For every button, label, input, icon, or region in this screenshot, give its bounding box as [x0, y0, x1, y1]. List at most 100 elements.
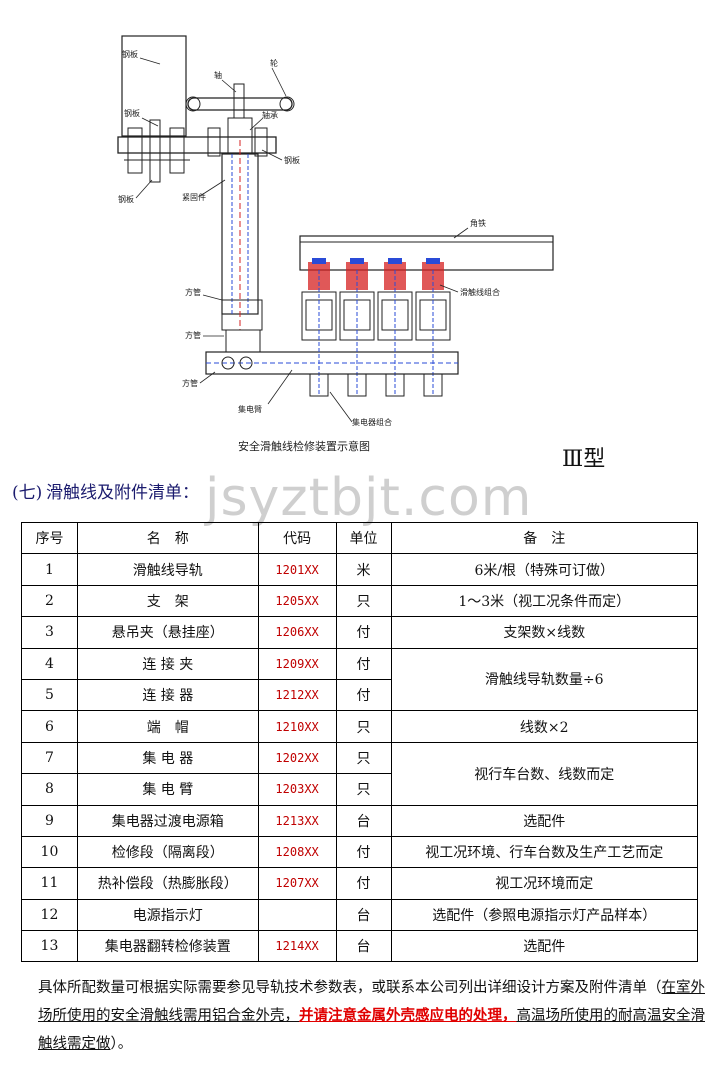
cell-code: 1207XX	[257, 867, 337, 900]
cell-unit: 只	[335, 741, 392, 775]
label-collector-arm: 集电臂	[238, 404, 262, 414]
axle	[233, 83, 245, 119]
cell-name: 连 接 器	[76, 678, 259, 712]
label-wheel: 轮	[270, 58, 278, 68]
cell-name: 支 架	[76, 584, 259, 618]
cell-code: 1212XX	[257, 678, 337, 712]
cell-unit: 付	[335, 616, 392, 649]
footer-warning-text: 并请注意金属外壳感应电的处理，	[299, 1007, 517, 1024]
label-steel-plate: 钢板	[122, 49, 138, 59]
parts-list-table: 序号 名 称 代码 单位 备 注 1 滑触线导轨 1201XX 米 6米/根（特…	[21, 521, 698, 963]
collector-unit	[377, 258, 413, 397]
cell-no: 4	[21, 647, 78, 680]
label-collector-assembly: 集电器组合	[352, 417, 392, 427]
watermark: jsyztbjt.com	[205, 468, 533, 528]
cell-no: 10	[21, 835, 78, 869]
table-row: 3 悬吊夹（悬挂座） 1206XX 付 支架数×线数	[21, 616, 698, 649]
cell-unit: 付	[335, 835, 392, 869]
header-unit: 单位	[335, 521, 392, 555]
cell-unit: 台	[335, 898, 392, 932]
cell-code: 1213XX	[257, 804, 337, 837]
cell-unit: 付	[335, 647, 392, 680]
cell-name: 集电器翻转检修装置	[76, 930, 259, 963]
section-number: (七)	[12, 483, 43, 503]
cell-code: 1205XX	[257, 584, 337, 618]
table-header-row: 序号 名 称 代码 单位 备 注	[21, 521, 698, 555]
collector-group	[301, 258, 451, 397]
cell-no: 8	[21, 773, 78, 806]
cell-no: 6	[21, 710, 78, 743]
cell-unit: 付	[335, 867, 392, 900]
cell-name: 集电器过渡电源箱	[76, 804, 259, 837]
label-steel-plate: 钢板	[118, 194, 134, 204]
cell-code: 1201XX	[257, 553, 337, 586]
table-row: 2 支 架 1205XX 只 1～3米（视工况条件而定）	[21, 584, 698, 618]
cell-unit: 米	[335, 553, 392, 586]
section-title-text: 滑触线及附件清单：	[46, 483, 199, 503]
label-square-tube: 方管	[182, 378, 198, 388]
label-square-tube: 方管	[185, 287, 201, 297]
cell-note: 视工况环境而定	[390, 867, 698, 900]
cell-note: 1～3米（视工况条件而定）	[390, 584, 698, 618]
maintenance-device-diagram: 钢板 钢板 钢板 钢板 轴 轮 轴承 紧固件 角铁 滑触线组合 方管 方管 方管…	[117, 35, 554, 453]
cell-code	[257, 898, 337, 932]
table-row: 7 集 电 器 1202XX 只 视行车台数、线数而定	[21, 741, 698, 806]
cell-no: 7	[21, 741, 78, 775]
cell-note: 选配件	[390, 930, 698, 963]
label-square-tube: 方管	[185, 330, 201, 340]
header-name: 名 称	[76, 521, 259, 555]
cell-note: 视工况环境、行车台数及生产工艺而定	[390, 835, 698, 869]
cell-no: 5	[21, 678, 78, 712]
cell-name: 检修段（隔离段）	[76, 835, 259, 869]
horizontal-square-tube	[205, 351, 459, 375]
cell-unit: 台	[335, 930, 392, 963]
wheel-bar	[187, 97, 293, 111]
footer-underlined-text: 高温场所使用的耐高温安全滑触线需定做	[38, 1008, 705, 1052]
collector-unit	[301, 258, 337, 397]
label-rail-assembly: 滑触线组合	[460, 287, 500, 297]
cell-no: 1	[21, 553, 78, 586]
footer-text-end: ）。	[110, 1036, 133, 1052]
cell-unit: 付	[335, 678, 392, 712]
bolt-group-left	[124, 119, 190, 183]
cell-name: 集 电 臂	[76, 773, 259, 806]
table-row: 10 检修段（隔离段） 1208XX 付 视工况环境、行车台数及生产工艺而定	[21, 835, 698, 869]
cell-unit: 只	[335, 773, 392, 806]
label-steel-plate: 钢板	[124, 108, 140, 118]
cell-no: 2	[21, 584, 78, 618]
cell-code: 1208XX	[257, 835, 337, 869]
header-code: 代码	[257, 521, 337, 555]
cell-unit: 台	[335, 804, 392, 837]
footer-note: 具体所配数量可根据实际需要参见导轨技术参数表，或联系本公司列出详细设计方案及附件…	[10, 974, 710, 1058]
cell-code: 1214XX	[257, 930, 337, 963]
cell-name: 热补偿段（热膨胀段）	[76, 867, 259, 900]
mounting-plate	[117, 136, 277, 154]
steel-plate-vertical	[121, 35, 187, 137]
header-note: 备 注	[390, 521, 698, 555]
cell-name: 端 帽	[76, 710, 259, 743]
table-row: 13 集电器翻转检修装置 1214XX 台 选配件	[21, 930, 698, 963]
cell-code: 1203XX	[257, 773, 337, 806]
cell-no: 11	[21, 867, 78, 900]
cell-name: 连 接 夹	[76, 647, 259, 680]
diagram-caption: 安全滑触线检修装置示意图	[238, 439, 370, 453]
cell-name: 集 电 器	[76, 741, 259, 775]
cell-no: 9	[21, 804, 78, 837]
label-bearing: 轴承	[262, 110, 278, 120]
cell-note: 视行车台数、线数而定	[390, 741, 698, 806]
header-no: 序号	[21, 521, 78, 555]
cell-no: 3	[21, 616, 78, 649]
collector-unit	[339, 258, 375, 397]
cell-code: 1210XX	[257, 710, 337, 743]
cell-note: 选配件	[390, 804, 698, 837]
cell-unit: 只	[335, 584, 392, 618]
cell-note: 选配件（参照电源指示灯产品样本）	[390, 898, 698, 932]
collector-unit	[415, 258, 451, 397]
cell-code: 1209XX	[257, 647, 337, 680]
table-row: 11 热补偿段（热膨胀段） 1207XX 付 视工况环境而定	[21, 867, 698, 900]
label-axle: 轴	[214, 70, 222, 80]
table-row: 9 集电器过渡电源箱 1213XX 台 选配件	[21, 804, 698, 837]
model-label: Ⅲ型	[562, 447, 606, 472]
cell-note: 6米/根（特殊可订做）	[390, 553, 698, 586]
cell-no: 13	[21, 930, 78, 963]
